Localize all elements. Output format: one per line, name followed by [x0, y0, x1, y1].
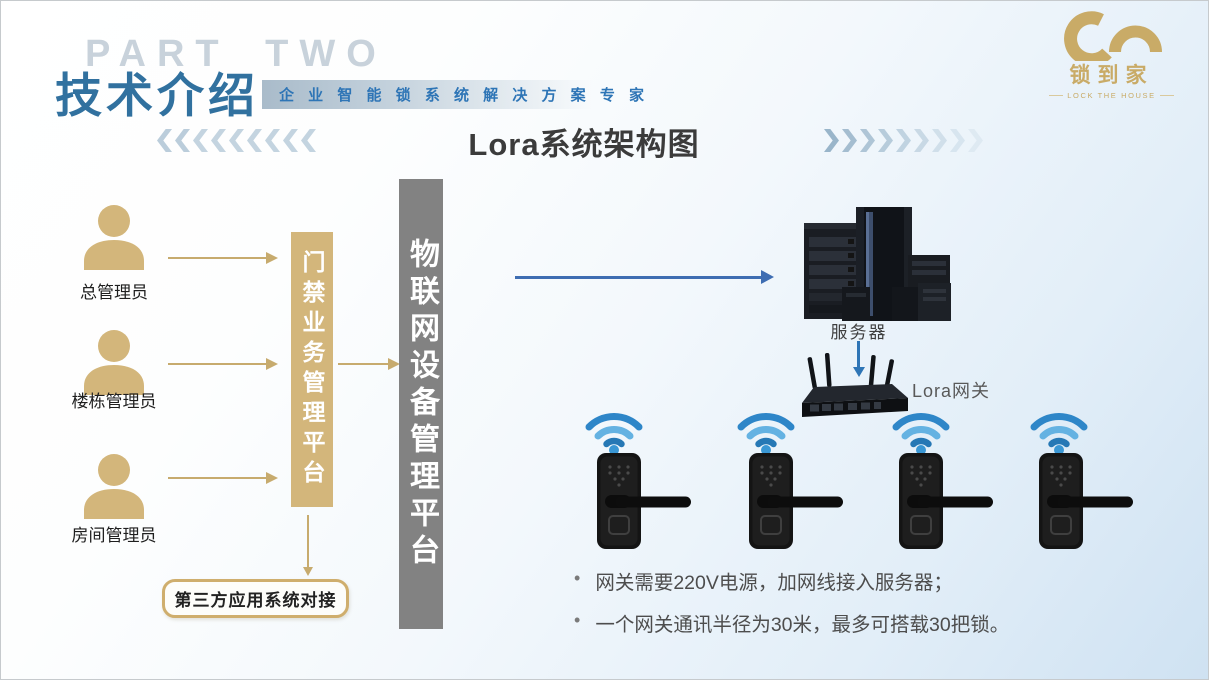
- page-title: Lora系统架构图: [468, 127, 700, 162]
- chevron-left-icon: [265, 129, 280, 152]
- arrow-access-to-iot: [338, 358, 400, 370]
- access-platform-bar: 门禁业务管理平台: [291, 232, 333, 507]
- chevron-right-icon: [896, 129, 911, 152]
- chevron-left-icon: [229, 129, 244, 152]
- arrow-role3-to-platform: [168, 472, 278, 484]
- arrow-iot-to-server: [515, 270, 774, 284]
- chevron-left-icon: [193, 129, 208, 152]
- chevron-left-icon: [211, 129, 226, 152]
- slogan-line-right: [1159, 95, 1174, 96]
- iot-platform-bar: 物联网设备管理平台: [399, 179, 443, 629]
- chevron-left-icon: [157, 129, 172, 152]
- person-icon: [84, 330, 144, 395]
- server-label: 服务器: [830, 323, 888, 342]
- role-label-room-admin: 房间管理员: [71, 526, 157, 545]
- brand-name: 锁到家: [1069, 64, 1154, 87]
- gateway-label: Lora网关: [912, 381, 991, 401]
- brand-slogan: LOCK THE HOUSE: [1067, 91, 1156, 100]
- chevron-left-icon: [283, 129, 298, 152]
- wifi-signal-icon: [585, 413, 643, 455]
- third-party-box: 第三方应用系统对接: [162, 579, 349, 618]
- arrow-server-to-gateway: [852, 341, 865, 377]
- tagline-text: 企 业 智 能 锁 系 统 解 决 方 案 专 家: [279, 87, 650, 104]
- chevrons-left-decoration: [157, 129, 316, 152]
- wifi-signal-icon: [892, 413, 950, 455]
- chevrons-right-decoration: [824, 129, 983, 152]
- chevron-left-icon: [175, 129, 190, 152]
- chevron-right-icon: [878, 129, 893, 152]
- chevron-right-icon: [824, 129, 839, 152]
- person-icon: [84, 454, 144, 519]
- note-gateway-range: 一个网关通讯半径为30米，最多可搭载30把锁。: [574, 608, 1009, 637]
- slogan-line-left: [1049, 95, 1064, 96]
- chevron-right-icon: [950, 129, 965, 152]
- arrow-role2-to-platform: [168, 358, 278, 370]
- note-gateway-power: 网关需要220V电源，加网线接入服务器；: [574, 566, 953, 595]
- wifi-signal-icon: [1030, 413, 1088, 455]
- section-title: 技术介绍: [55, 69, 259, 122]
- wifi-signal-icon: [737, 413, 795, 455]
- brand-logo: 锁到家 LOCK THE HOUSE: [1049, 11, 1174, 100]
- role-label-building-admin: 楼栋管理员: [71, 392, 157, 411]
- wifi-router-icon: [802, 353, 908, 417]
- chevron-right-icon: [968, 129, 983, 152]
- part-label: PART TWO: [85, 33, 387, 75]
- note-text: 一个网关通讯半径为30米，最多可搭载30把锁。: [595, 614, 1010, 636]
- chevron-right-icon: [842, 129, 857, 152]
- chevron-right-icon: [932, 129, 947, 152]
- brand-slogan-row: LOCK THE HOUSE: [1049, 91, 1174, 100]
- person-icon: [84, 205, 144, 270]
- arrow-access-to-thirdparty: [303, 515, 313, 576]
- chevron-left-icon: [301, 129, 316, 152]
- server-rack-icon: [804, 207, 951, 321]
- arrow-role1-to-platform: [168, 252, 278, 264]
- smart-door-lock-icon: [597, 453, 691, 549]
- smart-door-lock-icon: [899, 453, 993, 549]
- smart-door-lock-icon: [749, 453, 843, 549]
- double-arc-icon: [1064, 11, 1162, 61]
- chevron-right-icon: [860, 129, 875, 152]
- chevron-left-icon: [247, 129, 262, 152]
- role-label-admin: 总管理员: [80, 283, 148, 302]
- smart-door-lock-icon: [1039, 453, 1133, 549]
- tagline-bar: 企 业 智 能 锁 系 统 解 决 方 案 专 家: [262, 80, 644, 109]
- note-text: 网关需要220V电源，加网线接入服务器；: [595, 572, 953, 594]
- chevron-right-icon: [914, 129, 929, 152]
